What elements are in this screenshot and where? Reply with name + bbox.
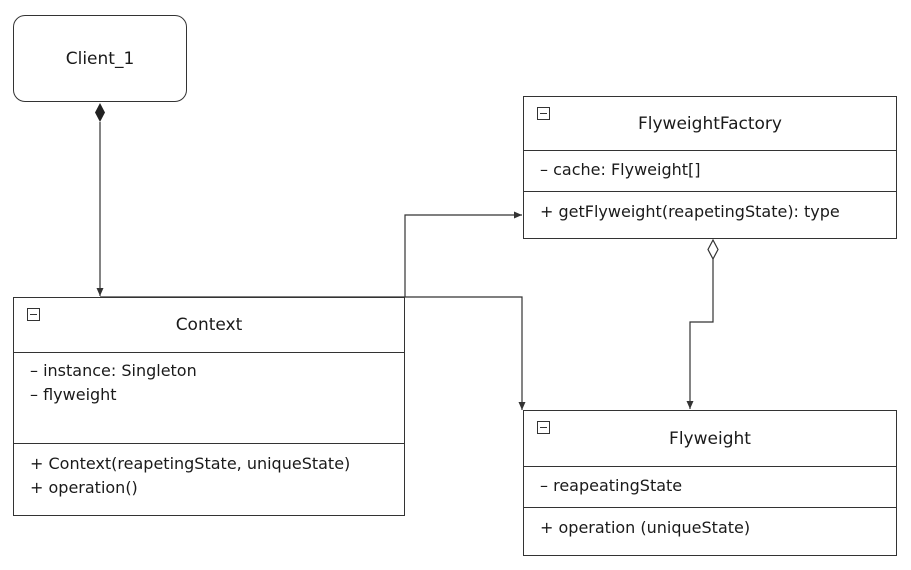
operations-section: + operation (uniqueState) [524, 508, 896, 540]
flyweight-factory-class[interactable]: FlyweightFactory – cache: Flyweight[] + … [523, 96, 897, 239]
operation-row: + operation() [30, 478, 138, 497]
attributes-section: – instance: Singleton – flyweight [14, 353, 404, 444]
client-node[interactable]: Client_1 [13, 15, 187, 102]
collapse-toggle-icon[interactable] [537, 107, 550, 120]
attributes-section: – cache: Flyweight[] [524, 151, 896, 192]
operation-row: + getFlyweight(reapetingState): type [540, 202, 840, 221]
operation-row: + operation (uniqueState) [540, 518, 751, 537]
class-header: Flyweight [524, 411, 896, 467]
class-header: Context [14, 298, 404, 353]
aggregation-diamond [707, 238, 719, 261]
operations-section: + getFlyweight(reapetingState): type [524, 192, 896, 224]
association-line-context-factory [404, 211, 522, 297]
attribute-row: – reapeatingState [540, 476, 683, 495]
attributes-section: – reapeatingState [524, 467, 896, 508]
collapse-toggle-icon[interactable] [537, 421, 550, 434]
attribute-row: – flyweight [30, 385, 117, 404]
aggregation-line-factory-flyweight [686, 259, 714, 409]
collapse-toggle-icon[interactable] [27, 308, 40, 321]
class-name: Context [175, 315, 243, 335]
operation-row: + Context(reapetingState, uniqueState) [30, 454, 351, 473]
flyweight-class[interactable]: Flyweight – reapeatingState + operation … [523, 410, 897, 556]
context-class[interactable]: Context – instance: Singleton – flyweigh… [13, 297, 405, 516]
composition-diamond [95, 103, 105, 122]
attribute-row: – cache: Flyweight[] [540, 160, 701, 179]
class-name: FlyweightFactory [638, 113, 782, 134]
class-name: Flyweight [669, 428, 751, 449]
class-header: FlyweightFactory [524, 97, 896, 151]
operations-section: + Context(reapetingState, uniqueState) +… [14, 444, 404, 500]
attribute-row: – instance: Singleton [30, 361, 197, 380]
client-name: Client_1 [65, 48, 135, 69]
